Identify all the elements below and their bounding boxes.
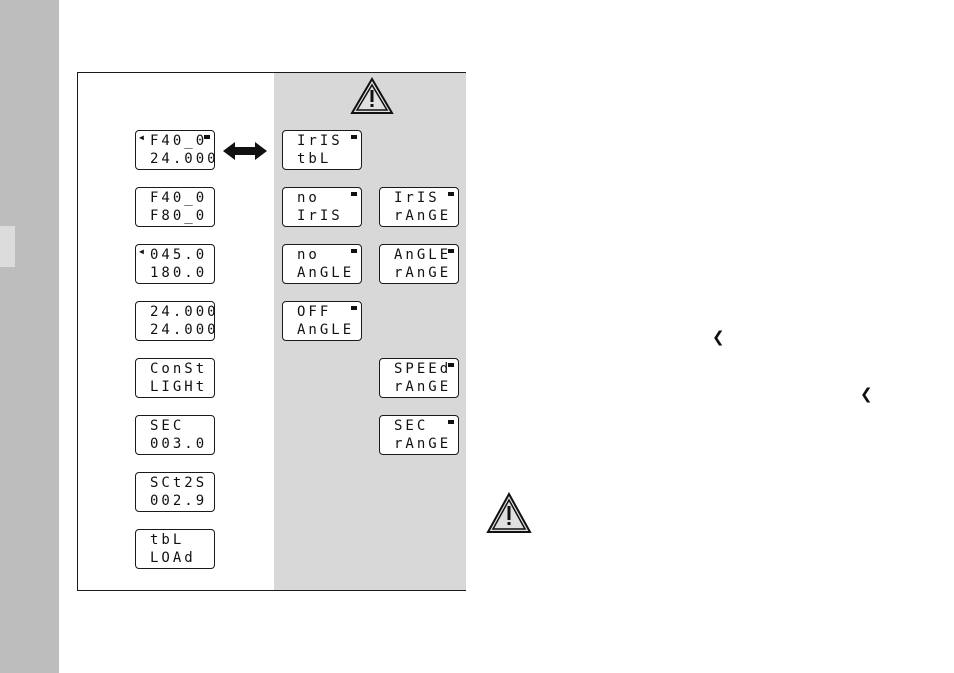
- lcd-indicator-mark: [351, 135, 357, 139]
- lcd-line-2: 24.000: [150, 322, 219, 338]
- lcd-line-1: IrIS: [394, 190, 440, 206]
- lcd-line-2: 003.0: [150, 436, 207, 452]
- lcd-sct2s-0029: SCt2S 002.9: [135, 472, 215, 512]
- chevron-left-icon: ❮: [860, 387, 873, 402]
- lcd-line-2: IrIS: [297, 208, 343, 224]
- lcd-const-light: ConSt LIGHt: [135, 358, 215, 398]
- lcd-line-1: 24.000: [150, 304, 219, 320]
- lcd-line-1: SPEEd: [394, 361, 451, 377]
- lcd-angle-range: AnGLE rAnGE: [379, 244, 459, 284]
- lcd-line-1: F40_0: [150, 133, 207, 149]
- lcd-line-1: OFF: [297, 304, 331, 320]
- lcd-iris-tbl: IrIS tbL: [282, 130, 362, 170]
- lcd-line-1: SEC: [150, 418, 184, 434]
- lcd-off-angle: OFF AnGLE: [282, 301, 362, 341]
- lcd-line-1: ConSt: [150, 361, 207, 377]
- lcd-line-1: AnGLE: [394, 247, 451, 263]
- lcd-line-2: tbL: [297, 151, 331, 167]
- lcd-f40-24000: ◀ F40_0 24.000: [135, 130, 215, 170]
- lcd-line-2: 180.0: [150, 265, 207, 281]
- lcd-line-2: LIGHt: [150, 379, 207, 395]
- chevron-left-icon: ❮: [712, 330, 725, 345]
- lcd-line-2: rAnGE: [394, 436, 451, 452]
- left-margin-bar: [0, 0, 59, 673]
- lcd-line-1: no: [297, 247, 320, 263]
- lcd-indicator-mark: [448, 420, 454, 424]
- display-diagram-frame: ◀ F40_0 24.000 F40_0 F80_0 ◀ 045.0 180.0…: [77, 72, 466, 591]
- lcd-line-2: LOAd: [150, 550, 196, 566]
- lcd-line-1: SEC: [394, 418, 428, 434]
- lcd-indicator-mark: [204, 135, 210, 139]
- lcd-line-1: no: [297, 190, 320, 206]
- lcd-045-180: ◀ 045.0 180.0: [135, 244, 215, 284]
- lcd-line-1: SCt2S: [150, 475, 207, 491]
- lcd-line-1: IrIS: [297, 133, 343, 149]
- lcd-f40-f80: F40_0 F80_0: [135, 187, 215, 227]
- lcd-24000-24000: 24.000 24.000: [135, 301, 215, 341]
- warning-triangle-icon: [350, 77, 394, 115]
- lcd-tbl-load: tbL LOAd: [135, 529, 215, 569]
- section-tab: [0, 226, 15, 267]
- lcd-no-angle: no AnGLE: [282, 244, 362, 284]
- lcd-sec-0030: SEC 003.0: [135, 415, 215, 455]
- lcd-line-1: tbL: [150, 532, 184, 548]
- lcd-iris-range: IrIS rAnGE: [379, 187, 459, 227]
- lcd-line-2: AnGLE: [297, 322, 354, 338]
- lcd-line-2: rAnGE: [394, 265, 451, 281]
- lcd-line-2: 24.000: [150, 151, 219, 167]
- left-triangle-indicator-icon: ◀: [139, 248, 144, 256]
- double-arrow-icon: [223, 141, 267, 161]
- lcd-line-1: F40_0: [150, 190, 207, 206]
- left-triangle-indicator-icon: ◀: [139, 134, 144, 142]
- lcd-sec-range: SEC rAnGE: [379, 415, 459, 455]
- lcd-indicator-mark: [448, 192, 454, 196]
- lcd-no-iris: no IrIS: [282, 187, 362, 227]
- lcd-line-1: 045.0: [150, 247, 207, 263]
- lcd-line-2: rAnGE: [394, 379, 451, 395]
- lcd-line-2: 002.9: [150, 493, 207, 509]
- lcd-indicator-mark: [351, 192, 357, 196]
- warning-triangle-icon: [486, 492, 532, 534]
- lcd-indicator-mark: [351, 306, 357, 310]
- lcd-indicator-mark: [448, 249, 454, 253]
- lcd-line-2: F80_0: [150, 208, 207, 224]
- lcd-indicator-mark: [351, 249, 357, 253]
- lcd-line-2: AnGLE: [297, 265, 354, 281]
- lcd-indicator-mark: [448, 363, 454, 367]
- lcd-line-2: rAnGE: [394, 208, 451, 224]
- lcd-speed-range: SPEEd rAnGE: [379, 358, 459, 398]
